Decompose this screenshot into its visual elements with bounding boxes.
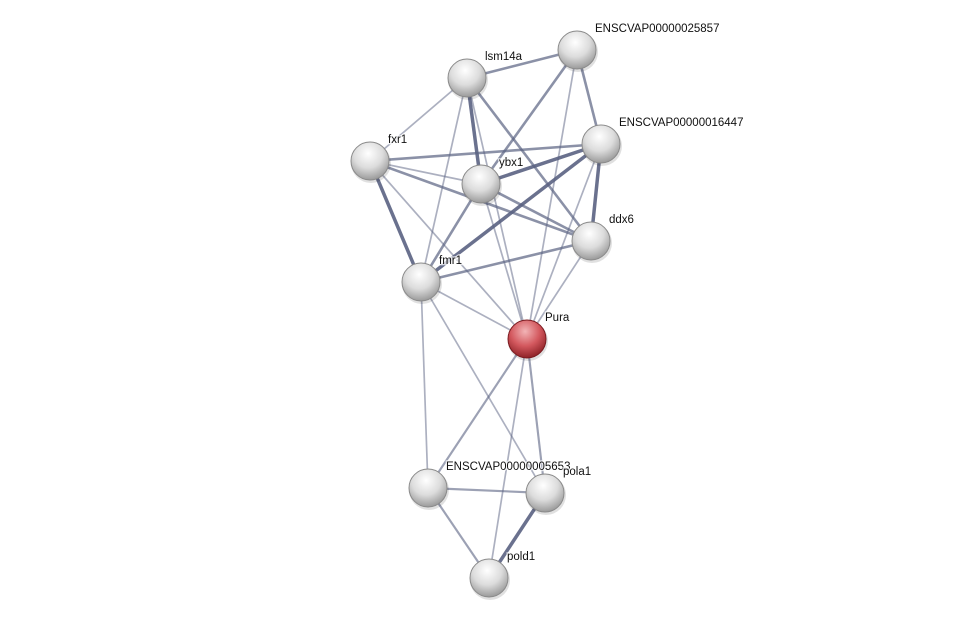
node-sphere[interactable] [408, 468, 448, 508]
node-E16447[interactable]: ENSCVAP00000016447 [581, 116, 745, 166]
node-sphere[interactable] [525, 473, 565, 513]
edge-fxr1-fmr1[interactable] [368, 160, 423, 283]
node-label: ENSCVAP00000025857 [595, 23, 719, 35]
node-label: fxr1 [388, 134, 407, 146]
nodes: lsm14a ENSCVAP00000025857ENSCVAP000000164… [350, 22, 745, 600]
node-ybx1[interactable]: ybx1 [461, 156, 525, 206]
edge-lsm14a-ddx6[interactable] [465, 77, 593, 242]
edge-fmr1-E5653[interactable] [420, 281, 429, 489]
node-label: ENSCVAP00000016447 [619, 117, 743, 129]
node-lsm14a[interactable]: lsm14a [447, 50, 524, 100]
node-label: ybx1 [499, 157, 523, 169]
node-fxr1[interactable]: fxr1 [350, 133, 408, 183]
node-ddx6[interactable]: ddx6 [571, 213, 635, 263]
node-label: Pura [545, 312, 570, 324]
query-node-sphere[interactable] [507, 319, 547, 359]
edge-lsm14a-fmr1[interactable] [420, 77, 468, 283]
node-Pura[interactable]: Pura [507, 311, 571, 361]
node-sphere[interactable] [350, 141, 390, 181]
node-sphere[interactable] [557, 30, 597, 70]
node-pold1[interactable]: pold1 [469, 550, 536, 600]
node-E25857[interactable]: ENSCVAP00000025857 [557, 22, 721, 72]
edge-E16447-fxr1[interactable] [369, 142, 602, 163]
node-label: pold1 [507, 551, 535, 563]
edge-lsm14a-fxr1[interactable] [369, 77, 468, 162]
edge-E5653-pola1[interactable] [427, 486, 546, 495]
node-sphere[interactable] [447, 58, 487, 98]
node-sphere[interactable] [571, 221, 611, 261]
node-pola1[interactable]: pola1 [525, 465, 592, 515]
node-sphere[interactable] [461, 164, 501, 204]
edge-fxr1-Pura[interactable] [369, 160, 528, 340]
edge-fmr1-pola1[interactable] [420, 281, 546, 494]
edge-Pura-E5653[interactable] [427, 338, 528, 489]
edge-E25857-Pura[interactable] [526, 49, 578, 340]
node-sphere[interactable] [469, 558, 509, 598]
edge-E16447-ybx1[interactable] [480, 142, 602, 186]
edge-lsm14a-Pura[interactable] [466, 77, 528, 340]
node-label: pola1 [563, 466, 591, 478]
node-label: fmr1 [439, 255, 462, 267]
node-label: ENSCVAP00000005653 [446, 461, 570, 473]
edge-ddx6-Pura[interactable] [526, 240, 592, 340]
edges [368, 48, 603, 579]
node-label: lsm14a [485, 51, 523, 63]
edge-fmr1-Pura[interactable] [420, 281, 528, 340]
node-sphere[interactable] [401, 262, 441, 302]
edge-Pura-pold1[interactable] [488, 338, 528, 579]
edge-E25857-ybx1[interactable] [479, 49, 579, 185]
edge-ybx1-ddx6[interactable] [480, 182, 592, 243]
edge-E16447-Pura[interactable] [526, 143, 602, 340]
edge-Pura-pola1[interactable] [525, 338, 547, 494]
node-sphere[interactable] [581, 124, 621, 164]
node-E5653[interactable]: ENSCVAP00000005653 [408, 460, 572, 510]
node-label: ddx6 [609, 214, 634, 226]
edge-ddx6-fmr1[interactable] [420, 239, 592, 284]
node-fmr1[interactable]: fmr1 [401, 254, 463, 304]
